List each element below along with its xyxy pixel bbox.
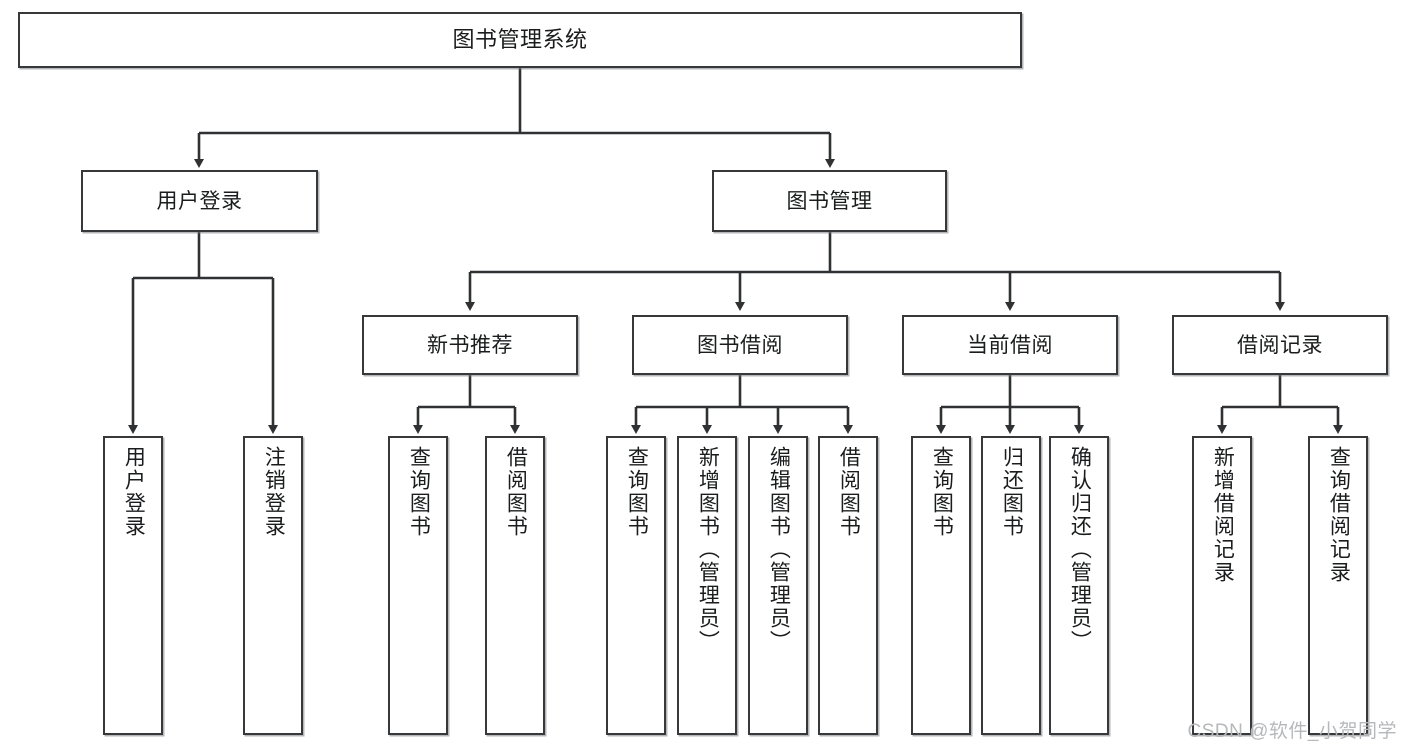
node-label: 查询图书 (625, 446, 649, 538)
node-label: 归还图书 (1000, 446, 1024, 538)
leaf-user-login-signin[interactable]: 用户登录 (103, 436, 163, 735)
node-label: 当前借阅 (967, 333, 1053, 357)
leaf-book-borrow-borrow-book[interactable]: 借阅图书 (818, 436, 878, 735)
csdn-watermark: CSDN @软件_小贺同学 (1187, 721, 1397, 742)
node-label: 查询借阅记录 (1327, 446, 1351, 584)
node-label: 图书管理 (786, 189, 873, 213)
node-label: 借阅图书 (837, 446, 861, 538)
node-label: 图书借阅 (697, 333, 783, 357)
node-user-login[interactable]: 用户登录 (81, 170, 318, 232)
node-label: 新增借阅记录 (1211, 446, 1235, 584)
leaf-borrow-record-query-record[interactable]: 查询借阅记录 (1308, 436, 1368, 735)
node-current-borrow[interactable]: 当前借阅 (902, 315, 1118, 375)
node-label: 注销登录 (262, 446, 286, 538)
node-label: 确认归还（管理员） (1068, 446, 1092, 653)
node-label: 新书推荐 (427, 333, 513, 357)
node-book-borrow[interactable]: 图书借阅 (632, 315, 848, 375)
node-label: 图书管理系统 (452, 27, 588, 52)
node-label: 编辑图书（管理员） (767, 446, 791, 653)
leaf-borrow-record-add-record[interactable]: 新增借阅记录 (1192, 436, 1252, 735)
node-label: 借阅记录 (1237, 333, 1323, 357)
node-new-book-recommend[interactable]: 新书推荐 (362, 315, 578, 375)
leaf-book-borrow-add-book-admin[interactable]: 新增图书（管理员） (677, 436, 737, 735)
node-root-book-management-system[interactable]: 图书管理系统 (18, 12, 1022, 68)
node-label: 查询图书 (407, 446, 431, 538)
node-label: 借阅图书 (504, 446, 528, 538)
leaf-current-borrow-return-book[interactable]: 归还图书 (981, 436, 1041, 735)
leaf-current-borrow-query-book[interactable]: 查询图书 (911, 436, 971, 735)
node-label: 用户登录 (122, 446, 146, 538)
node-label: 用户登录 (156, 189, 243, 213)
leaf-current-borrow-confirm-return-admin[interactable]: 确认归还（管理员） (1049, 436, 1109, 735)
leaf-book-borrow-edit-book-admin[interactable]: 编辑图书（管理员） (748, 436, 808, 735)
node-label: 查询图书 (930, 446, 954, 538)
node-label: 新增图书（管理员） (696, 446, 720, 653)
leaf-new-book-borrow-book[interactable]: 借阅图书 (485, 436, 545, 735)
node-borrow-record[interactable]: 借阅记录 (1172, 315, 1388, 375)
leaf-book-borrow-query-book[interactable]: 查询图书 (606, 436, 666, 735)
leaf-user-login-signout[interactable]: 注销登录 (243, 436, 303, 735)
node-book-management[interactable]: 图书管理 (712, 170, 947, 232)
leaf-new-book-query-book[interactable]: 查询图书 (388, 436, 448, 735)
